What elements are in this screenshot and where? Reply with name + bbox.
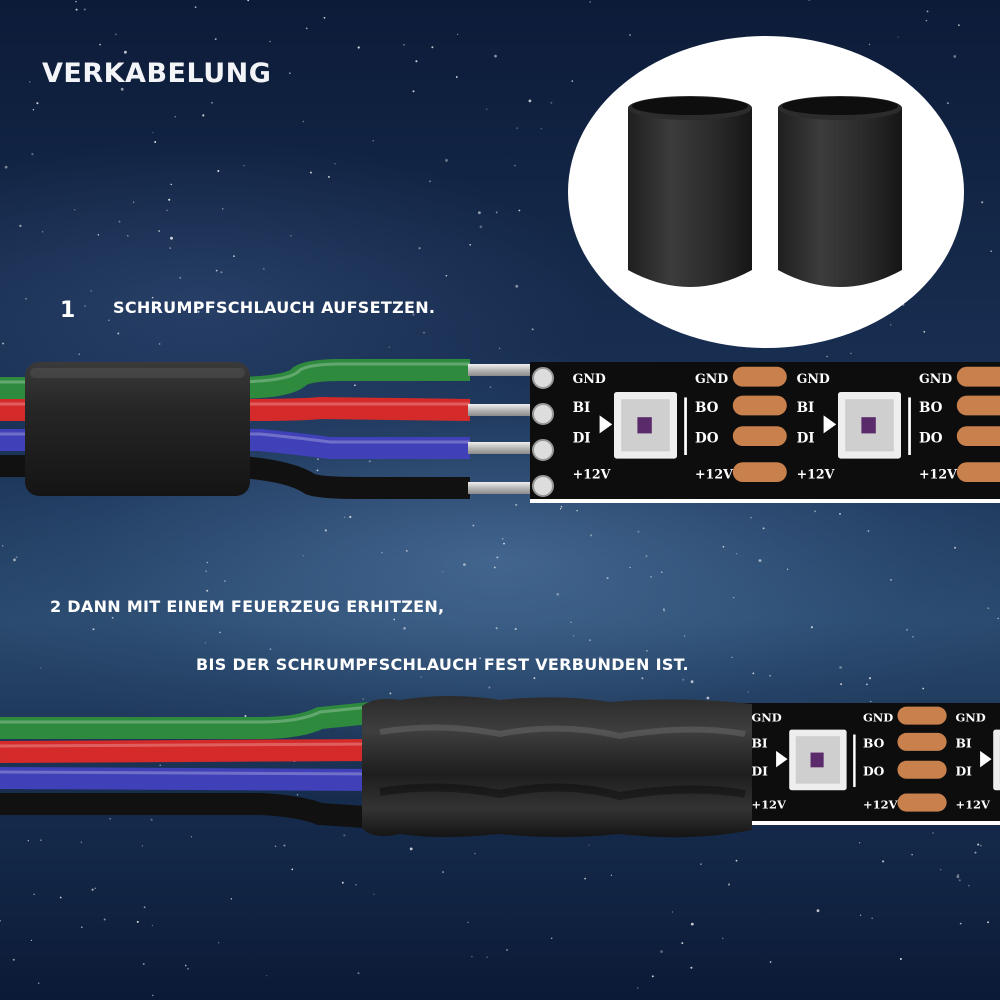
led-segment: GND BI DI +12V GND BO DO +12V [797,366,1000,482]
solder-pad [732,395,787,416]
pcb-label-v12: +12V [955,797,991,811]
tube-piece-left [628,96,752,287]
stripped-wire-ends-top [468,364,554,497]
step1-number: 1 [60,298,76,323]
pcb-label-bo: BO [695,400,719,416]
preview-oval [568,36,964,348]
pcb-label-do: DO [919,430,943,446]
step1-instruction: SCHRUMPFSCHLAUCH AUFSETZEN. [113,298,436,317]
pcb-label-do: DO [695,430,719,446]
pcb-label-bi: BI [573,400,591,416]
heat-shrink-tubes-preview [568,36,964,348]
pcb-label-bi: BI [797,400,815,416]
solder-pad [732,462,787,482]
step1-assembly: GND BI DI +12V GND BO DO +12V GND BI DI +12V GND BO DO… [0,359,1000,503]
heat-shrink-tube-loose [25,362,250,496]
solder-pad [897,760,947,779]
pcb-label-di: DI [751,764,768,779]
pcb-label-v12: +12V [573,466,611,481]
step2-instruction-line2: BIS DER SCHRUMPFSCHLAUCH FEST VERBUNDEN … [196,655,689,674]
pcb-label-di: DI [955,764,972,779]
solder-pad [897,732,947,751]
pcb-label-v12: +12V [695,466,733,481]
solder-pad [956,395,1000,416]
led-segment: GND BI DI +12V GND BO DO +12V [751,706,947,812]
led-chip [993,729,1000,791]
led-segment: GND BI DI +12V GND BO DO +12V [573,366,787,482]
pcb-label-bi: BI [955,736,971,751]
led-strip-bottom [720,703,1000,823]
solder-pad [897,793,947,812]
pcb-label-v12: +12V [919,466,957,481]
pcb-label-gnd: GND [919,371,952,386]
pcb-label-gnd: GND [695,371,728,386]
page-title: VERKABELUNG [42,58,272,89]
solder-pad [897,706,947,725]
pcb-label-gnd: GND [797,371,830,386]
step2-instruction-line1: 2 DANN MIT EINEM FEUERZEUG ERHITZEN, [50,597,445,616]
wire-bundle-bottom [0,701,382,829]
pcb-label-gnd: GND [863,710,893,724]
solder-pad [956,462,1000,482]
pcb-label-gnd: GND [751,710,781,724]
pcb-label-v12: +12V [751,797,787,811]
pcb-label-gnd: GND [955,710,985,724]
pcb-label-v12: +12V [797,466,835,481]
solder-pad [732,426,787,446]
step2-assembly: GNDBIDI+12VGNDBODO+12VGNDBIDI+12VGNDBODO… [0,696,1000,838]
pcb-label-bo: BO [863,736,885,751]
heat-shrink-tube-shrunk [362,696,752,838]
solder-pad [956,366,1000,387]
pcb-label-bo: BO [919,400,943,416]
led-chip [838,392,901,459]
pcb-label-di: DI [573,430,591,446]
pcb-label-bi: BI [751,736,767,751]
led-chip [614,392,677,459]
tube-piece-right [778,96,902,287]
pcb-label-di: DI [797,430,815,446]
pcb-label-do: DO [863,764,885,779]
led-chip [789,729,847,791]
solder-pad [732,366,787,387]
pcb-label-gnd: GND [573,371,606,386]
solder-pad [956,426,1000,446]
pcb-label-v12: +12V [863,797,899,811]
wire-bundle-top [0,359,471,499]
